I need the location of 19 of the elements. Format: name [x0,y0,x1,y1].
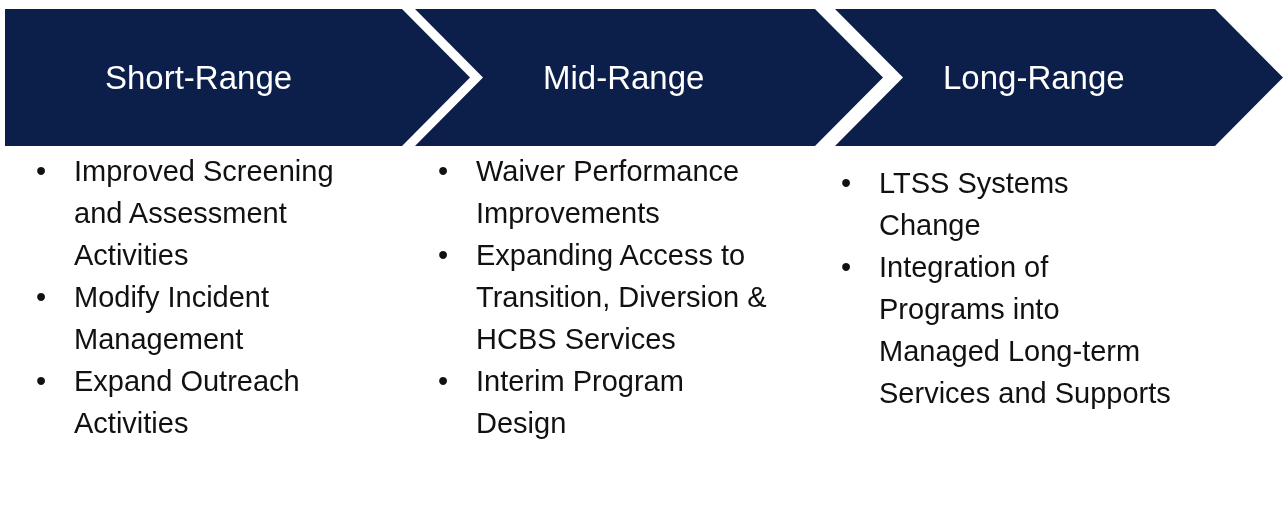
bullet-marker: • [841,250,852,285]
bullet-item: Waiver Performance Improvements [476,154,741,231]
stage-title: Short-Range [105,58,293,97]
bullet-item: Integration of Programs into Managed Long-term Services and Supports [879,250,1172,411]
stage-title: Long-Range [943,58,1125,97]
bullet-item: Expanding Access to Transition, Diversion & HCBS Services [476,238,768,357]
bullet-marker: • [36,154,47,189]
bullet-item: Interim Program Design [476,364,685,441]
bullet-marker: • [438,364,449,399]
bullet-item: LTSS Systems Change [879,166,1070,243]
bullet-item: Improved Screening and Assessment Activities [74,154,335,273]
stage-title: Mid-Range [543,58,705,97]
bullet-item: Modify Incident Management [74,280,271,357]
bullet-marker: • [36,364,47,399]
bullet-marker: • [36,280,47,315]
bullet-marker: • [841,166,852,201]
bullet-marker: • [438,154,449,189]
bullet-item: Expand Outreach Activities [74,364,301,441]
bullet-marker: • [438,238,449,273]
